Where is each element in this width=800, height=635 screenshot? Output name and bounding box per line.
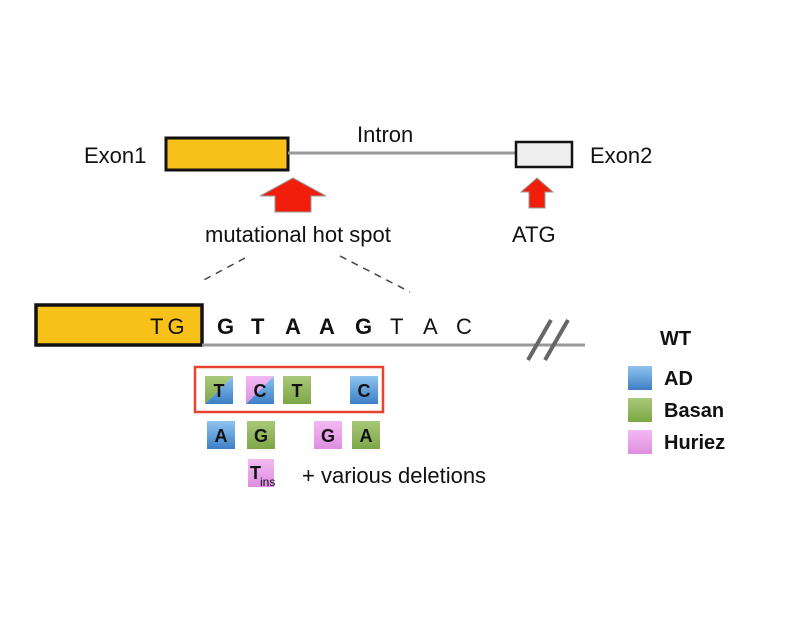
mutation-box: T xyxy=(283,376,311,404)
break-mark-2 xyxy=(543,319,570,361)
sequence-letter: A xyxy=(285,314,301,339)
sequence-letter: A xyxy=(319,314,335,339)
exon1-label: Exon1 xyxy=(84,143,146,168)
legend-swatch xyxy=(628,366,652,390)
legend-swatch xyxy=(628,398,652,422)
mutation-letter: A xyxy=(360,426,373,446)
sequence-letter: T xyxy=(390,314,403,339)
insertion-letter: T xyxy=(250,463,261,483)
sequence-letter: G xyxy=(217,314,234,339)
mutation-box: C xyxy=(350,376,378,404)
legend-title: WT xyxy=(660,328,691,350)
mutation-letter: G xyxy=(321,426,335,446)
zoom-line-right xyxy=(339,255,411,293)
mutation-letter: G xyxy=(254,426,268,446)
hotspot-arrow-icon xyxy=(259,177,327,213)
legend-label: Basan xyxy=(664,400,724,422)
mutation-letter: T xyxy=(214,381,225,401)
mutation-letter: A xyxy=(215,426,228,446)
exon2-label: Exon2 xyxy=(590,143,652,168)
mutation-box: T xyxy=(205,376,233,404)
insertion-box xyxy=(248,459,274,487)
exon1-box xyxy=(164,136,290,172)
mutation-box: G xyxy=(247,421,275,449)
break-mark-1 xyxy=(526,319,553,361)
mutation-box: G xyxy=(314,421,342,449)
zoom-line-left xyxy=(199,257,246,283)
legend-swatch xyxy=(628,430,652,454)
legend-label: Huriez xyxy=(664,432,725,454)
legend-item: Huriez xyxy=(628,430,725,454)
mutation-box: A xyxy=(207,421,235,449)
legend-item: Basan xyxy=(628,398,724,422)
exon2-box xyxy=(514,140,574,169)
mutation-box: A xyxy=(352,421,380,449)
sequence-letter: T xyxy=(251,314,265,339)
deletions-text: + various deletions xyxy=(302,463,486,488)
hotspot-label: mutational hot spot xyxy=(205,222,391,247)
insertion-subscript: ins xyxy=(260,475,275,489)
sequence-letter: A xyxy=(423,314,438,339)
legend-label: AD xyxy=(664,368,693,390)
mutation-letter: T xyxy=(292,381,303,401)
exon-sequence: TG xyxy=(150,314,189,339)
hotspot-highlight-box xyxy=(193,365,385,414)
mutation-letter: C xyxy=(254,381,267,401)
atg-label: ATG xyxy=(512,222,556,247)
atg-arrow-icon xyxy=(519,177,555,209)
mutation-box: C xyxy=(246,376,274,404)
exon1-detail-box xyxy=(34,303,204,347)
sequence-letter: C xyxy=(456,314,472,339)
legend-item: AD xyxy=(628,366,693,390)
sequence-letter: G xyxy=(355,314,372,339)
intron-label: Intron xyxy=(357,122,413,147)
mutation-letter: C xyxy=(358,381,371,401)
